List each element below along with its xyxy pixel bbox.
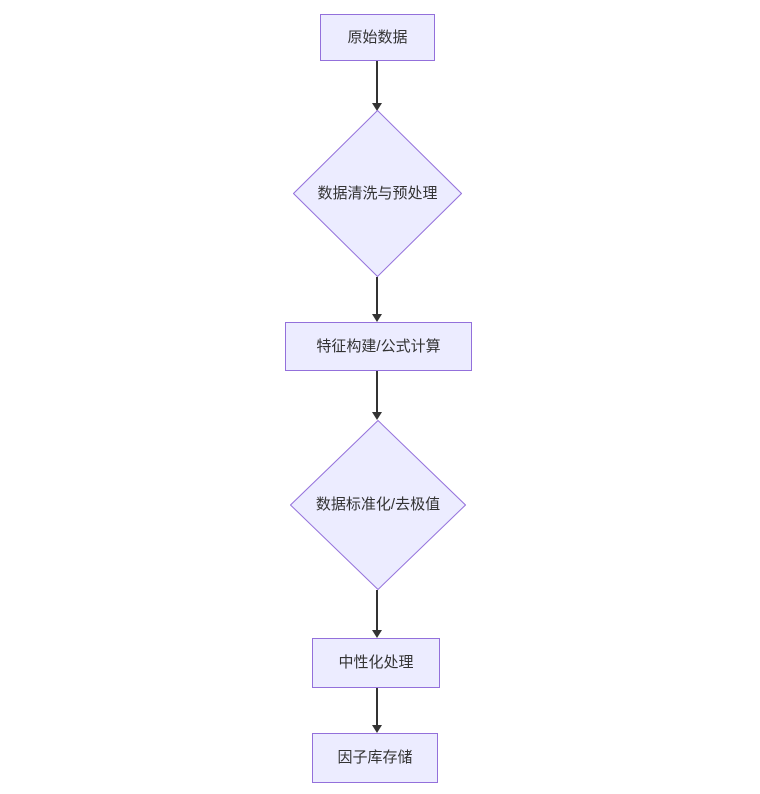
flowchart-node-feature-construction: 特征构建/公式计算 xyxy=(285,322,472,371)
node-factor-storage-label: 因子库存储 xyxy=(337,749,413,766)
node-neutralization-label: 中性化处理 xyxy=(338,654,414,671)
arrowhead-icon xyxy=(372,103,382,111)
arrowhead-icon xyxy=(372,412,382,420)
diamond-shape xyxy=(293,110,462,277)
node-raw-data-label: 原始数据 xyxy=(347,28,408,46)
arrow-line xyxy=(376,371,378,412)
arrow-line xyxy=(376,688,378,725)
flow-arrow-a-b xyxy=(372,61,382,111)
diamond-shape xyxy=(290,420,466,590)
arrowhead-icon xyxy=(372,630,382,638)
flowchart-node-data-cleaning: 数据清洗与预处理 xyxy=(293,110,462,277)
node-feature-construction-label: 特征构建/公式计算 xyxy=(316,337,441,355)
node-data-cleaning-label: 数据清洗与预处理 xyxy=(317,184,438,202)
flowchart-node-factor-storage: 因子库存储 xyxy=(312,733,438,783)
node-standardization-label: 数据标准化/去极值 xyxy=(315,496,441,513)
flow-arrow-d-e xyxy=(372,590,382,638)
flow-arrow-e-f xyxy=(372,688,382,733)
arrowhead-icon xyxy=(372,725,382,733)
arrow-line xyxy=(376,61,378,103)
flow-arrow-c-d xyxy=(372,371,382,420)
flowchart-node-standardization: 数据标准化/去极值 xyxy=(290,420,466,590)
flow-arrow-b-c xyxy=(372,277,382,322)
flowchart-node-raw-data: 原始数据 xyxy=(320,14,435,61)
arrow-line xyxy=(376,277,378,314)
flowchart-node-neutralization: 中性化处理 xyxy=(312,638,440,688)
arrowhead-icon xyxy=(372,314,382,322)
arrow-line xyxy=(376,590,378,630)
